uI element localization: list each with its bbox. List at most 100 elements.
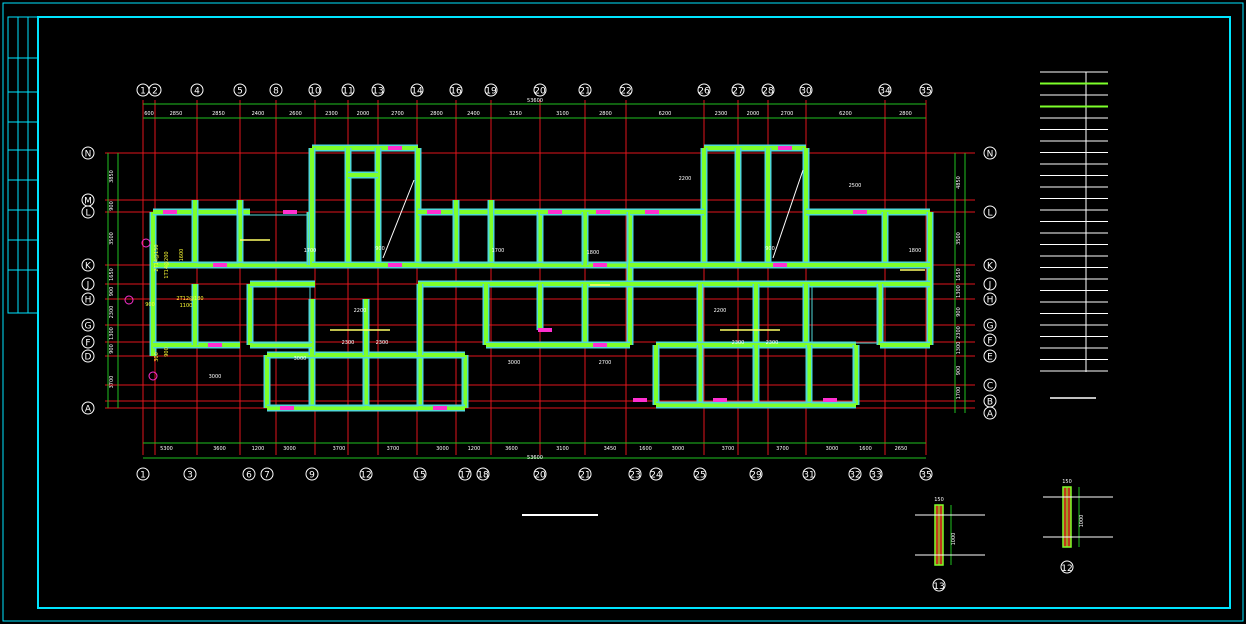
axis-bubble-top-circle [697, 83, 711, 97]
dim-label-top: 2800 [599, 111, 612, 117]
axis-bubble-right: B [987, 398, 993, 408]
axis-bubble-right-circle [983, 333, 997, 347]
axis-bubble-bottom-circle [628, 467, 642, 481]
room-outline [242, 214, 308, 264]
axis-bubble-bottom-circle [476, 467, 490, 481]
opening [633, 398, 647, 402]
binding-strip [7, 16, 39, 314]
axis-bubble-bottom-circle [578, 467, 592, 481]
dim-label-top: 2000 [747, 111, 760, 117]
axis-bubble-top-circle [341, 83, 355, 97]
dim-label-top: 6200 [659, 111, 672, 117]
opening [645, 210, 659, 214]
room-dim-label: 1700 [492, 248, 505, 254]
axis-bubble-left-circle [81, 205, 95, 219]
axis-bubble-top: 16 [450, 87, 462, 97]
axis-bubble-bottom-circle [802, 467, 816, 481]
dim-label-top: 600 [144, 111, 154, 117]
axis-bubble-bottom: 23 [629, 471, 640, 481]
dim-label-left: 3500 [109, 232, 115, 245]
axis-bubble-right-circle [983, 318, 997, 332]
room-outline [811, 286, 879, 344]
room-dim-label: 3000 [209, 374, 222, 380]
stair-diagonal [772, 169, 804, 259]
axis-bubble-bottom-circle [869, 467, 883, 481]
axis-bubble-bottom: 29 [750, 471, 762, 481]
detail-mark: 12 [1061, 564, 1072, 574]
dim-label-right: 1650 [956, 268, 962, 281]
axis-bubble-bottom-circle [848, 467, 862, 481]
opening [713, 398, 727, 402]
beam-marker [148, 371, 158, 381]
axis-bubble-top: 10 [309, 87, 321, 97]
axis-bubble-top: 30 [800, 87, 812, 97]
axis-bubble-bottom-circle [359, 467, 373, 481]
axis-bubble-bottom: 32 [849, 471, 860, 481]
axis-bubble-right: H [987, 296, 994, 306]
dim-label-bottom: 3700 [387, 446, 400, 452]
dim-label-right: 900 [956, 366, 962, 376]
stair-diagonal [382, 179, 415, 259]
axis-bubble-top: 8 [273, 87, 279, 97]
detail-dim-label: 1000 [951, 533, 957, 546]
dim-label-bottom: 3600 [213, 446, 226, 452]
beam-note: 1600 [179, 249, 185, 262]
axis-bubble-left: L [85, 209, 90, 219]
detail-dim-label: 1000 [1079, 515, 1085, 528]
axis-bubble-top: 13 [372, 87, 383, 97]
dim-label-right: 1300 [956, 285, 962, 298]
dim-label-top: 2600 [289, 111, 302, 117]
beam-note: 900 [164, 347, 170, 357]
axis-bubble-bottom: 18 [477, 471, 489, 481]
axis-bubble-bottom-circle [413, 467, 427, 481]
axis-bubble-right: K [987, 262, 994, 272]
dim-label-left: 3700 [109, 376, 115, 389]
axis-bubble-top-circle [148, 83, 162, 97]
dim-label-right: 4850 [956, 176, 962, 189]
room-outline [314, 357, 365, 407]
opening [853, 210, 867, 214]
dim-total-top: 53600 [527, 98, 543, 104]
beam-marker [124, 295, 134, 305]
room-outline [252, 286, 311, 344]
axis-bubble-top: 4 [194, 87, 200, 97]
axis-bubble-top: 19 [485, 87, 497, 97]
dim-label-top: 6200 [839, 111, 852, 117]
room-dim-label: 2300 [376, 340, 389, 346]
axis-bubble-right-circle [983, 349, 997, 363]
dim-label-top: 2400 [252, 111, 265, 117]
opening [538, 328, 552, 332]
axis-bubble-bottom-circle [693, 467, 707, 481]
dim-label-bottom: 3000 [826, 446, 839, 452]
room-dim-label: 2500 [849, 183, 862, 189]
axis-bubble-top-circle [449, 83, 463, 97]
axis-bubble-bottom: 33 [870, 471, 881, 481]
axis-bubble-bottom-circle [458, 467, 472, 481]
dim-label-bottom: 3000 [436, 446, 449, 452]
floor-plan [105, 100, 975, 455]
opening [208, 343, 222, 347]
axis-bubble-bottom: 20 [534, 471, 546, 481]
axis-bubble-top-circle [308, 83, 322, 97]
axis-bubble-bottom: 15 [414, 471, 425, 481]
axis-bubble-top: 5 [237, 87, 243, 97]
room-outline [702, 347, 755, 404]
axis-bubble-left: A [85, 405, 92, 415]
axis-bubble-left-circle [81, 258, 95, 272]
dim-label-top: 2300 [715, 111, 728, 117]
dim-label-left: 3850 [109, 170, 115, 183]
opening [280, 406, 294, 410]
axis-bubble-bottom-circle [305, 467, 319, 481]
dim-label-top: 2800 [899, 111, 912, 117]
room-dim-label: 900 [765, 246, 775, 252]
room-dim-label: 1800 [587, 250, 600, 256]
dim-label-right: 900 [956, 307, 962, 317]
detail-dim-label: 150 [1062, 479, 1072, 485]
axis-bubble-bottom: 7 [264, 471, 270, 481]
dim-label-bottom: 1200 [468, 446, 481, 452]
axis-bubble-left: M [84, 197, 92, 207]
axis-bubble-right: G [987, 322, 994, 332]
axis-bubble-left-circle [81, 349, 95, 363]
axis-bubble-top-circle [371, 83, 385, 97]
